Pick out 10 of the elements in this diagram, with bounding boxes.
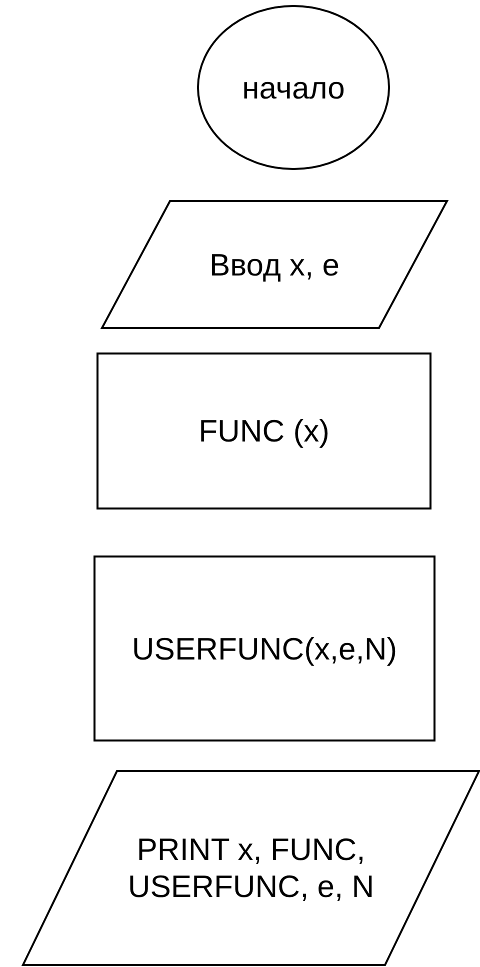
- input-parallelogram: [101, 200, 448, 329]
- process-box: [93, 555, 436, 742]
- output-parallelogram: [22, 770, 480, 966]
- node-text: FUNC (x): [198, 412, 330, 450]
- process-box: [96, 352, 432, 510]
- node-text: USERFUNC(x,e,N): [130, 630, 398, 668]
- start-oval: [197, 5, 390, 170]
- node-text: начало: [241, 68, 346, 106]
- node-text: PRINT x, FUNC, USERFUNC, e, N: [126, 830, 376, 906]
- node-text: Ввод x, e: [208, 246, 341, 284]
